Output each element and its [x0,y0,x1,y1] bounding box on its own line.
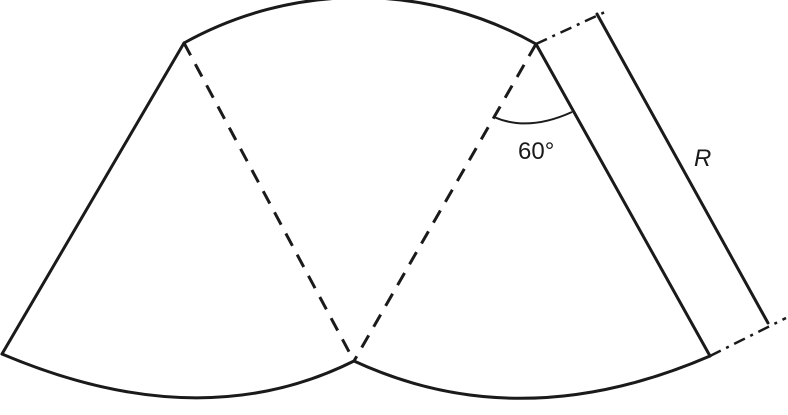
left-fold-line [182,42,356,362]
angle-label: 60° [518,138,554,165]
right-fold-line [352,43,538,362]
dimension-extension-bottom [709,316,787,358]
radius-label: R [694,145,711,172]
angle-arc-marker [493,111,573,125]
top-arc [182,0,538,46]
bottom-left-arc [0,352,356,400]
radius-dimension-line [595,12,770,325]
bottom-right-arc [352,354,712,400]
right-sector-edge [534,42,712,358]
dimension-extension-top [535,10,606,46]
left-sector-edge [0,41,186,356]
